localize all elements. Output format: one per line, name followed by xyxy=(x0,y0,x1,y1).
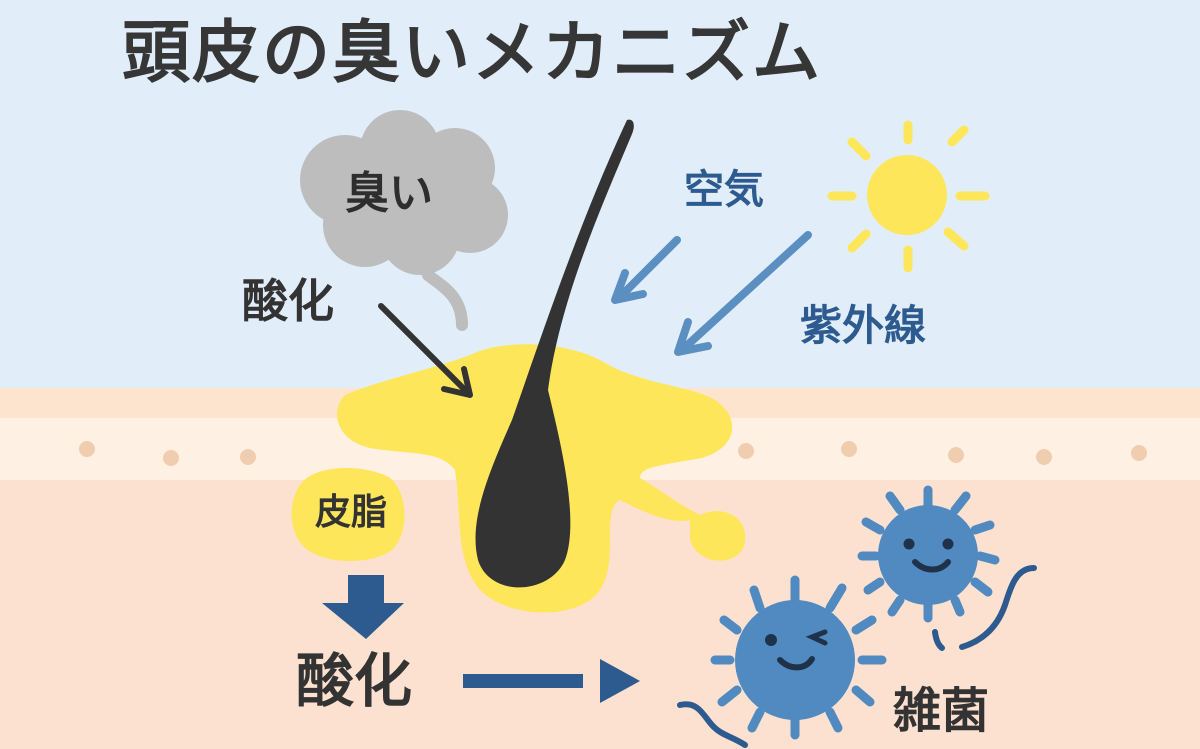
bacillus-squiggle-icon xyxy=(677,565,1037,748)
uv-label: 紫外線 xyxy=(800,301,927,350)
page-title: 頭皮の臭いメカニズム xyxy=(122,14,823,93)
down-arrow-icon xyxy=(322,575,404,639)
bacteria-winking-icon xyxy=(710,575,887,740)
right-arrow-icon xyxy=(463,659,640,703)
oxidation-label-bottom: 酸化 xyxy=(296,647,413,715)
bacteria-smiling-icon xyxy=(857,485,1000,623)
hair-icon xyxy=(475,119,634,588)
smell-cloud-icon xyxy=(300,110,508,275)
bacteria-label: 雑菌 xyxy=(893,683,990,739)
air-label: 空気 xyxy=(684,167,764,213)
smell-label: 臭い xyxy=(345,168,433,219)
oxidation-arrow-icon xyxy=(378,303,473,398)
sebum-label: 皮脂 xyxy=(315,492,388,533)
smell-wisp-icon xyxy=(422,269,468,331)
oxidation-label-top: 酸化 xyxy=(242,274,334,328)
air-arrow-icon xyxy=(611,236,681,304)
uv-arrow-icon xyxy=(674,231,812,356)
sun-icon xyxy=(827,120,990,273)
